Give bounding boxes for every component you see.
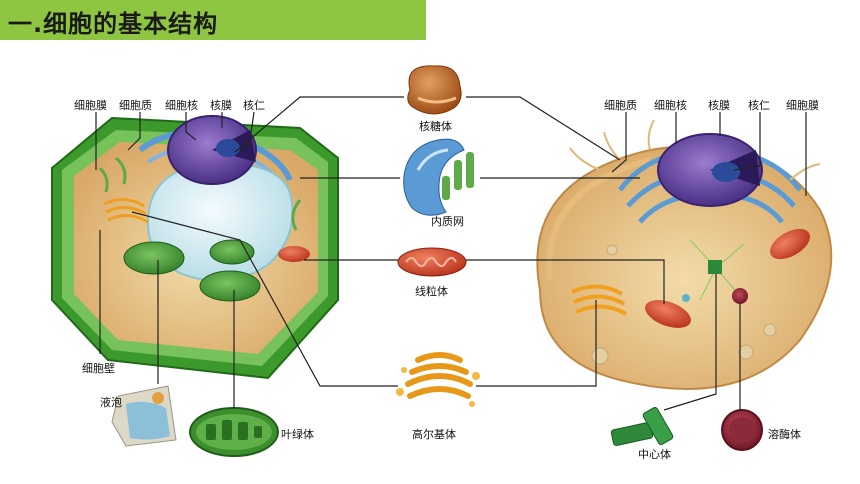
animal-nucleolus — [712, 162, 740, 182]
label-animal-nucleus: 细胞核 — [654, 99, 687, 112]
label-lysosome: 溶酶体 — [768, 428, 801, 441]
plant-chloroplast-2 — [199, 270, 261, 302]
animal-cell — [536, 119, 833, 390]
title-bar — [0, 0, 426, 40]
label-vacuole: 液泡 — [100, 396, 122, 409]
label-centrosome: 中心体 — [638, 448, 671, 461]
plant-cell — [51, 115, 339, 380]
label-animal-nucleolus: 核仁 — [748, 99, 770, 112]
centrosome-detail — [610, 407, 674, 446]
label-plant-cytoplasm: 细胞质 — [119, 99, 152, 112]
label-plant-nuclear-membrane: 核膜 — [210, 99, 232, 112]
mitochondrion-illustration — [397, 247, 467, 277]
label-ribosome: 核糖体 — [419, 120, 452, 133]
label-animal-cytoplasm: 细胞质 — [604, 99, 637, 112]
er-illustration — [403, 138, 474, 216]
label-chloroplast: 叶绿体 — [281, 428, 314, 441]
ribosome-illustration — [407, 65, 462, 115]
label-er: 内质网 — [431, 215, 464, 228]
label-mitochondrion: 线粒体 — [415, 285, 448, 298]
plant-golgi — [103, 198, 149, 224]
animal-lysosome — [732, 288, 748, 304]
plant-chloroplast-3 — [209, 239, 255, 265]
label-animal-cell-membrane: 细胞膜 — [786, 99, 819, 112]
vacuole-detail — [111, 385, 177, 447]
label-golgi: 高尔基体 — [412, 428, 456, 441]
label-plant-nucleus: 细胞核 — [165, 99, 198, 112]
golgi-illustration — [396, 352, 480, 407]
label-plant-nucleolus: 核仁 — [243, 99, 265, 112]
plant-mitochondrion — [278, 246, 310, 262]
chloroplast-detail — [189, 407, 279, 457]
animal-cytoplasm — [536, 145, 833, 390]
plant-nucleolus — [216, 139, 240, 157]
page-title: 一.细胞的基本结构 — [8, 10, 219, 38]
label-plant-cell-membrane: 细胞膜 — [74, 99, 107, 112]
label-animal-nuclear-membrane: 核膜 — [708, 99, 730, 112]
lysosome-detail — [721, 409, 763, 451]
animal-mitochondrion-1 — [770, 228, 810, 260]
label-cell-wall: 细胞壁 — [82, 362, 115, 375]
animal-golgi — [571, 284, 628, 316]
leader-lines — [95, 96, 807, 411]
plant-chloroplast-1 — [123, 241, 185, 275]
animal-mitochondrion-2 — [645, 300, 691, 328]
